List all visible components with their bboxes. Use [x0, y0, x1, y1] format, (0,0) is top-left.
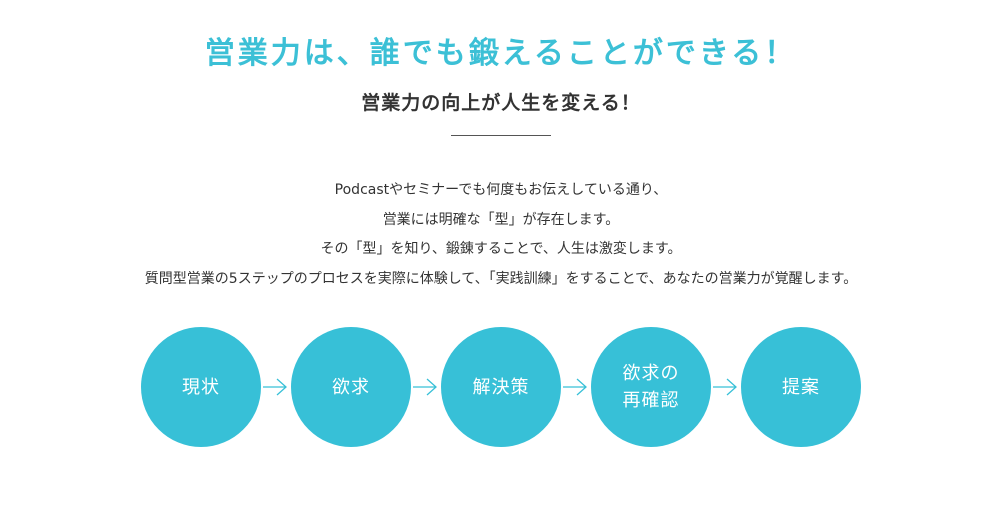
intro-line-1: Podcastやセミナーでも何度もお伝えしている通り、 [334, 182, 668, 198]
step-teian: 提案 [741, 327, 861, 447]
section-divider [451, 135, 551, 136]
step-yokkyuu: 欲求 [291, 327, 411, 447]
intro-line-4: 質問型営業の5ステップのプロセスを実際に体験して、「実践訓練」をすることで、あな… [144, 270, 858, 287]
chevron-right-arrow-icon [713, 378, 737, 396]
intro-line-2: 営業には明確な「型」が存在します。 [382, 211, 620, 228]
intro-line-3: その「型」を知り、鍛錬することで、人生は激変します。 [320, 241, 682, 257]
step-kaiketsusaku: 解決策 [441, 327, 561, 447]
page-headline: 営業力は、誰でも鍛えることができる！ [204, 36, 798, 71]
step-yokkyuu-saikakunin: 欲求の 再確認 [591, 327, 711, 447]
intro-paragraph: Podcastやセミナーでも何度もお伝えしている通り、 営業には明確な「型」が存… [0, 176, 1002, 294]
step-genjou: 現状 [141, 327, 261, 447]
chevron-right-arrow-icon [563, 378, 587, 396]
step-label: 欲求の 再確認 [622, 363, 680, 411]
chevron-right-arrow-icon [263, 378, 287, 396]
sales-process-steps: 現状 欲求 解決策 欲求の 再確認 提案 [141, 327, 861, 447]
page-subheadline: 営業力の向上が人生を変える！ [361, 92, 641, 114]
step-label: 提案 [782, 376, 820, 398]
step-label: 欲求 [332, 376, 370, 398]
chevron-right-arrow-icon [413, 378, 437, 396]
step-label: 解決策 [472, 376, 530, 398]
step-label: 現状 [182, 376, 220, 398]
